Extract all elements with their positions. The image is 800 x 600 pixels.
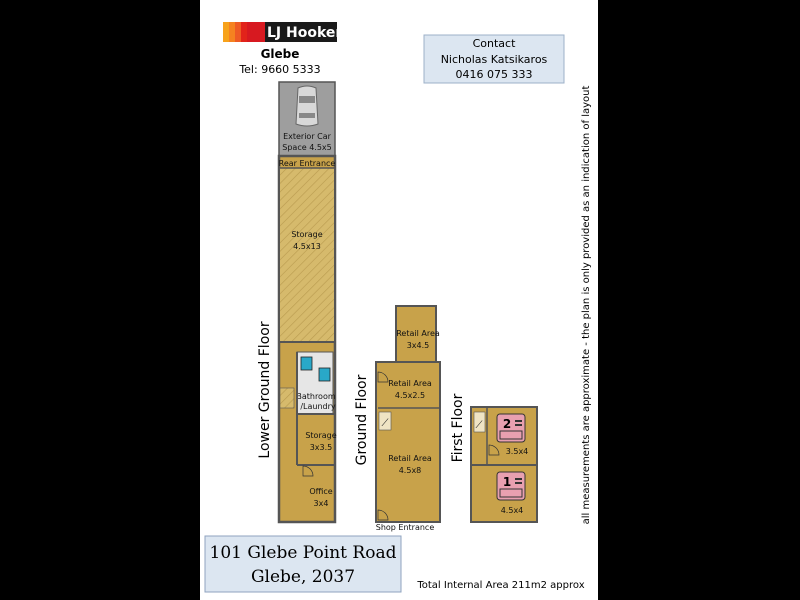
contact-name: Nicholas Katsikaros: [441, 53, 548, 66]
bathroom-label: Bathroom: [296, 392, 336, 401]
shop-entrance-label: Shop Entrance: [376, 523, 435, 532]
bedroom-1-number: 1: [503, 475, 511, 489]
storage-big-label: Storage: [291, 230, 322, 239]
laundry-label: /Laundry: [300, 402, 336, 411]
bedroom-2-size: 3.5x4: [506, 447, 529, 456]
bedroom-1-size: 4.5x4: [501, 506, 524, 515]
svg-text:⟋: ⟋: [382, 418, 389, 429]
address-line-1: 101 Glebe Point Road: [210, 543, 397, 563]
retail-area-main: [375, 361, 441, 523]
office-phone: Tel: 9660 5333: [238, 63, 320, 76]
car-space-label: Exterior Car: [283, 132, 332, 141]
door-swing: [302, 465, 314, 477]
bedroom-2-number: 2: [503, 417, 511, 431]
lower-ground-floor-title: Lower Ground Floor: [257, 321, 273, 458]
contact-phone: 0416 075 333: [456, 68, 533, 81]
ground-floor-plan: Retail Area 3x4.5 Retail Area 4.5x2.5 ⟋ …: [375, 305, 441, 532]
ground-floor-title: Ground Floor: [354, 374, 370, 465]
bedroom-1-icon: 1: [496, 471, 526, 501]
retail-top-size: 3x4.5: [407, 341, 430, 350]
first-floor-plan: ⟋ 2 3.5x4 1 4.5x4: [470, 406, 538, 523]
car-icon: [295, 85, 319, 127]
lower-ground-floor-plan: Exterior Car Space 4.5x5 Rear Entrance S…: [277, 81, 337, 524]
retail-mid-size: 4.5x2.5: [395, 391, 425, 400]
floor-plan-drawing: LJ Hooker Glebe Tel: 9660 5333 Contact N…: [204, 22, 592, 593]
svg-text:⟋: ⟋: [476, 420, 483, 431]
rear-entrance-label: Rear Entrance: [279, 159, 336, 168]
contact-box: [423, 34, 565, 84]
floor-plan-page: LJ Hooker Glebe Tel: 9660 5333 Contact N…: [200, 0, 598, 600]
storage-hatched-area: [280, 168, 334, 342]
address-line-2: Glebe, 2037: [251, 567, 355, 587]
toilet-icon: [300, 356, 313, 371]
stairs: [279, 387, 295, 409]
contact-title: Contact: [473, 37, 516, 50]
retail-main-size: 4.5x8: [399, 466, 422, 475]
disclaimer-text: all measurements are approximate - the p…: [581, 86, 592, 525]
retail-top-label: Retail Area: [396, 329, 440, 338]
office-name: Glebe: [261, 47, 300, 61]
storage-small-size: 3x3.5: [310, 443, 333, 452]
retail-area-top: [395, 305, 437, 363]
basin-icon: [318, 367, 331, 382]
storage-small-label: Storage: [305, 431, 336, 440]
retail-main-label: Retail Area: [388, 454, 432, 463]
stairs-icon: [378, 411, 392, 431]
office-size: 3x4: [314, 499, 329, 508]
first-floor-stairs: [473, 411, 486, 433]
address-box: [204, 535, 402, 593]
office-label: Office: [309, 487, 332, 496]
retail-mid-label: Retail Area: [388, 379, 432, 388]
lj-hooker-logo: LJ Hooker: [223, 22, 342, 42]
bedroom-2-icon: 2: [496, 413, 526, 443]
car-space-size: Space 4.5x5: [282, 143, 331, 152]
first-floor-title: First Floor: [450, 393, 466, 462]
brand-logo-text: LJ Hooker: [267, 25, 342, 41]
total-area-text: Total Internal Area 211m2 approx: [416, 580, 584, 591]
storage-big-size: 4.5x13: [293, 242, 321, 251]
